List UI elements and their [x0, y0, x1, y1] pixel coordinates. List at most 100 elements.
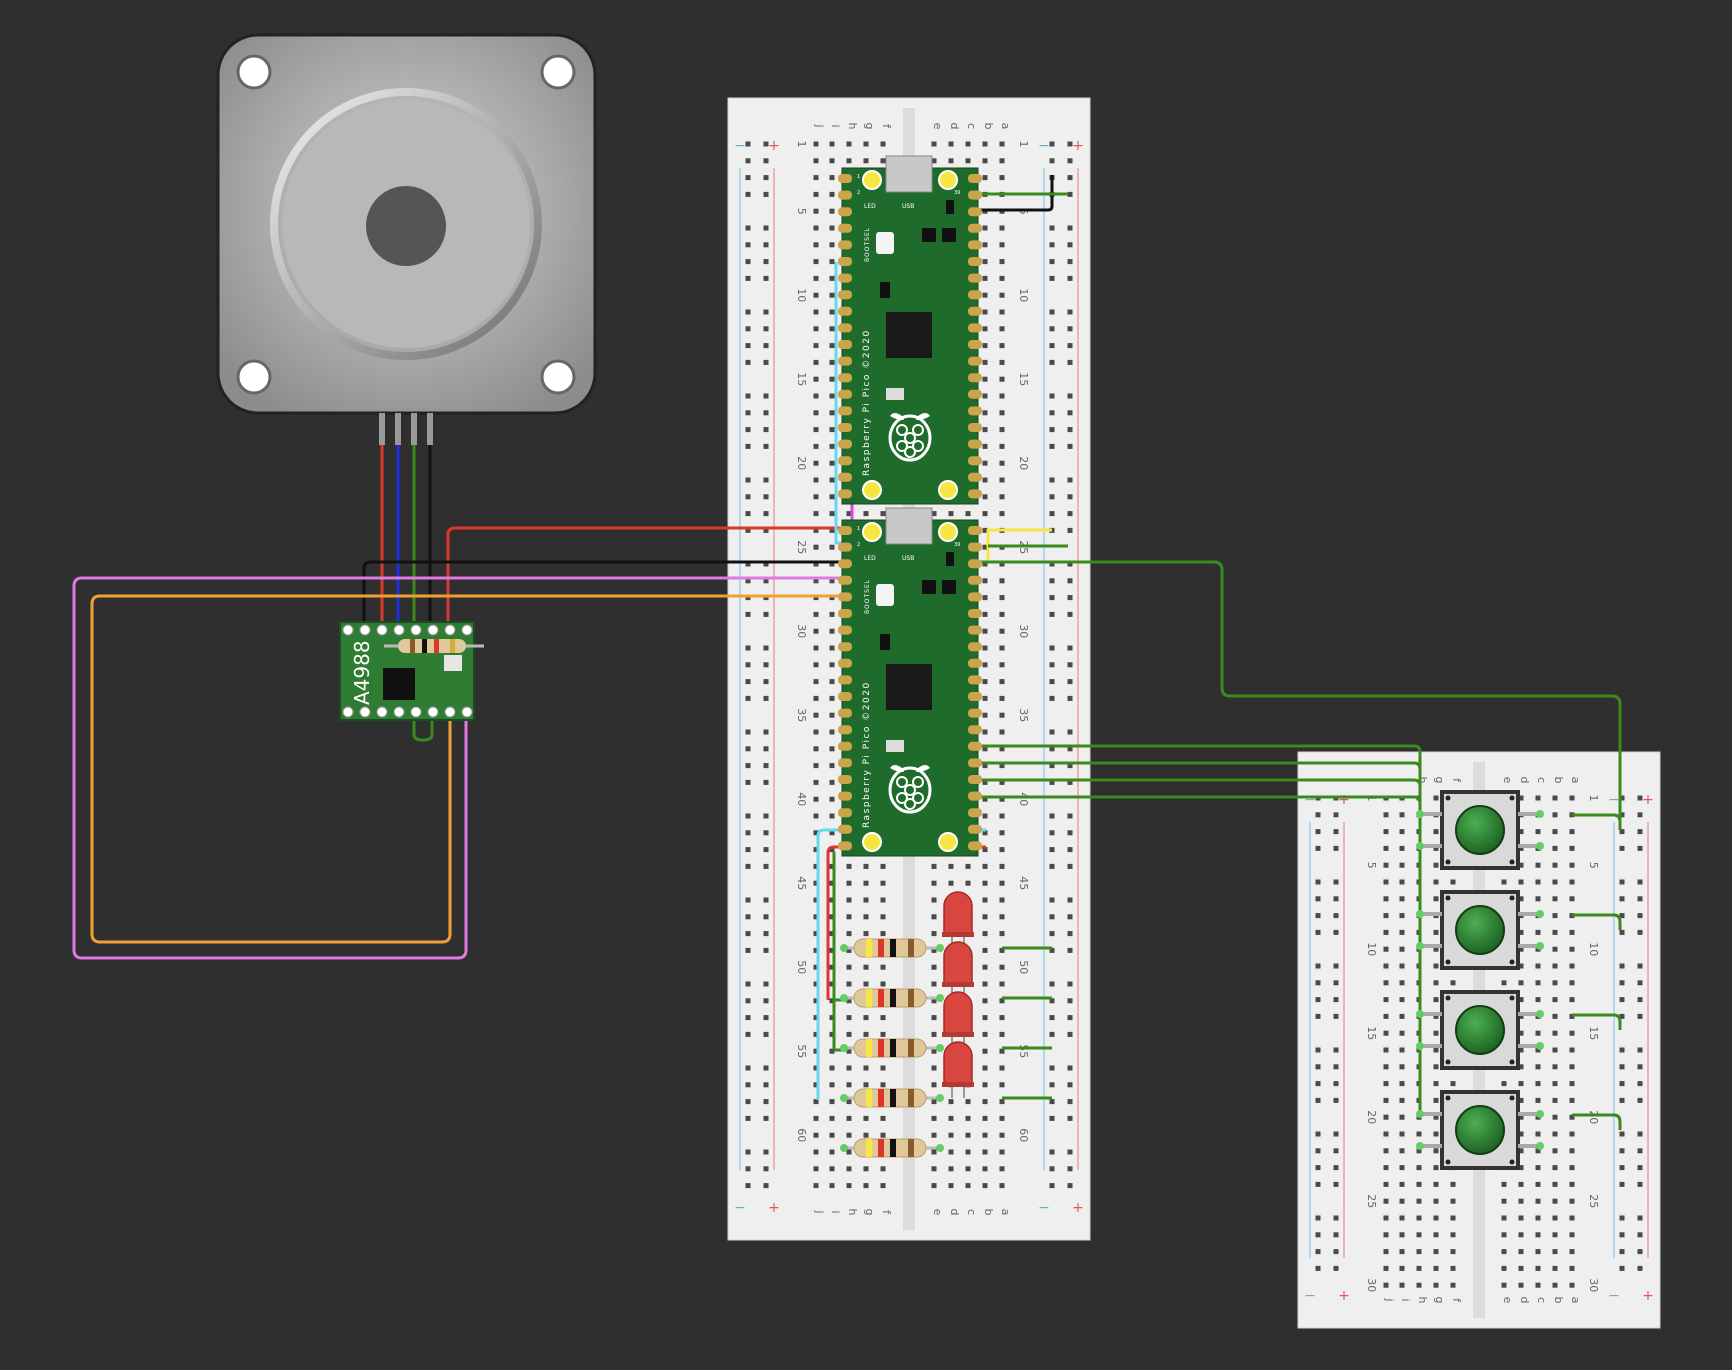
pushbutton[interactable]: [1416, 1090, 1544, 1170]
hole: [1049, 259, 1055, 265]
wire-vmot-red[interactable]: [446, 526, 970, 628]
hole: [1399, 845, 1405, 851]
hole: [763, 611, 769, 617]
pushbutton[interactable]: [1416, 790, 1544, 870]
hole: [931, 1065, 937, 1071]
red-led[interactable]: [942, 991, 974, 1048]
a4988-driver[interactable]: A4988: [339, 621, 484, 721]
hole: [813, 981, 819, 987]
hole: [1333, 879, 1339, 885]
pico-pin: [838, 373, 852, 383]
hole: [948, 1115, 954, 1121]
stepper-motor[interactable]: [216, 33, 597, 445]
logo-seed: [896, 440, 908, 452]
hole: [763, 175, 769, 181]
hole: [763, 863, 769, 869]
button-cap[interactable]: [1455, 1005, 1505, 1055]
mount-hole: [540, 54, 576, 90]
hole: [1049, 931, 1055, 937]
wire-red-bottom[interactable]: [826, 845, 986, 1000]
wire-orange[interactable]: [90, 594, 850, 944]
pico-pin: [968, 489, 982, 499]
button-cap[interactable]: [1455, 805, 1505, 855]
led-body: [943, 891, 973, 935]
resistor[interactable]: [840, 988, 944, 1008]
hole: [1067, 813, 1073, 819]
hole: [931, 511, 937, 517]
hole: [1049, 275, 1055, 281]
row-number: 40: [795, 792, 808, 806]
bootsel-button[interactable]: [876, 584, 894, 606]
hole: [745, 779, 751, 785]
hole: [1518, 795, 1524, 801]
hole: [829, 393, 835, 399]
hole: [829, 1031, 835, 1037]
wire-btn-3[interactable]: [966, 778, 1422, 1118]
hole: [880, 1132, 886, 1138]
pico-pin: [838, 290, 852, 300]
hole: [829, 494, 835, 500]
hole: [982, 1065, 988, 1071]
hole: [745, 813, 751, 819]
hole: [1383, 1265, 1389, 1271]
hole: [1067, 679, 1073, 685]
column-letter: a: [999, 1209, 1012, 1216]
hole: [763, 225, 769, 231]
hole: [1433, 1064, 1439, 1070]
hole: [1315, 1131, 1321, 1137]
pico-pin: [968, 373, 982, 383]
driver-pin: [410, 624, 422, 636]
hole: [1450, 980, 1456, 986]
hole: [1552, 1030, 1558, 1036]
hole: [1399, 1097, 1405, 1103]
hole: [1383, 1215, 1389, 1221]
button-cap[interactable]: [1455, 1105, 1505, 1155]
hole: [880, 1065, 886, 1071]
smd-chip: [942, 228, 956, 242]
hole: [1518, 829, 1524, 835]
hole: [1049, 242, 1055, 248]
wire-green-long[interactable]: [970, 560, 1622, 830]
hole: [1399, 1232, 1405, 1238]
wire-rail-black[interactable]: [966, 175, 1054, 212]
pushbutton[interactable]: [1416, 890, 1544, 970]
pushbutton[interactable]: [1416, 990, 1544, 1070]
hole: [1450, 1081, 1456, 1087]
hole: [1067, 578, 1073, 584]
driver-potentiometer[interactable]: [444, 655, 462, 671]
wire-btn-2[interactable]: [966, 761, 1422, 1118]
resistor[interactable]: [840, 1138, 944, 1158]
wire-gnd-black[interactable]: [362, 560, 970, 628]
hole: [813, 1166, 819, 1172]
button-screw: [1445, 995, 1451, 1001]
hole: [999, 561, 1005, 567]
hole: [813, 393, 819, 399]
hole: [999, 393, 1005, 399]
bootsel-button[interactable]: [876, 232, 894, 254]
wire-btn-1[interactable]: [966, 744, 1422, 1118]
hole: [1518, 1198, 1524, 1204]
wire-cyan-bottom[interactable]: [816, 828, 986, 1100]
red-led[interactable]: [942, 1041, 974, 1098]
wire-pink[interactable]: [72, 576, 850, 960]
pico-pin: [968, 423, 982, 432]
hole: [1535, 896, 1541, 902]
button-cap[interactable]: [1455, 905, 1505, 955]
pico-pin: [838, 592, 852, 602]
hole: [982, 981, 988, 987]
row-number: 20: [1365, 1110, 1378, 1124]
hole: [1619, 1165, 1625, 1171]
resistor[interactable]: [840, 1038, 944, 1058]
hole: [1383, 1131, 1389, 1137]
hole: [1049, 393, 1055, 399]
hole: [745, 998, 751, 1004]
wire-yellow[interactable]: [986, 528, 1052, 560]
hole: [1569, 862, 1575, 868]
hole: [813, 1048, 819, 1054]
resistor[interactable]: [840, 1088, 944, 1108]
resistor[interactable]: [840, 938, 944, 958]
hole: [813, 847, 819, 853]
wire-btn-4[interactable]: [966, 795, 1422, 1118]
